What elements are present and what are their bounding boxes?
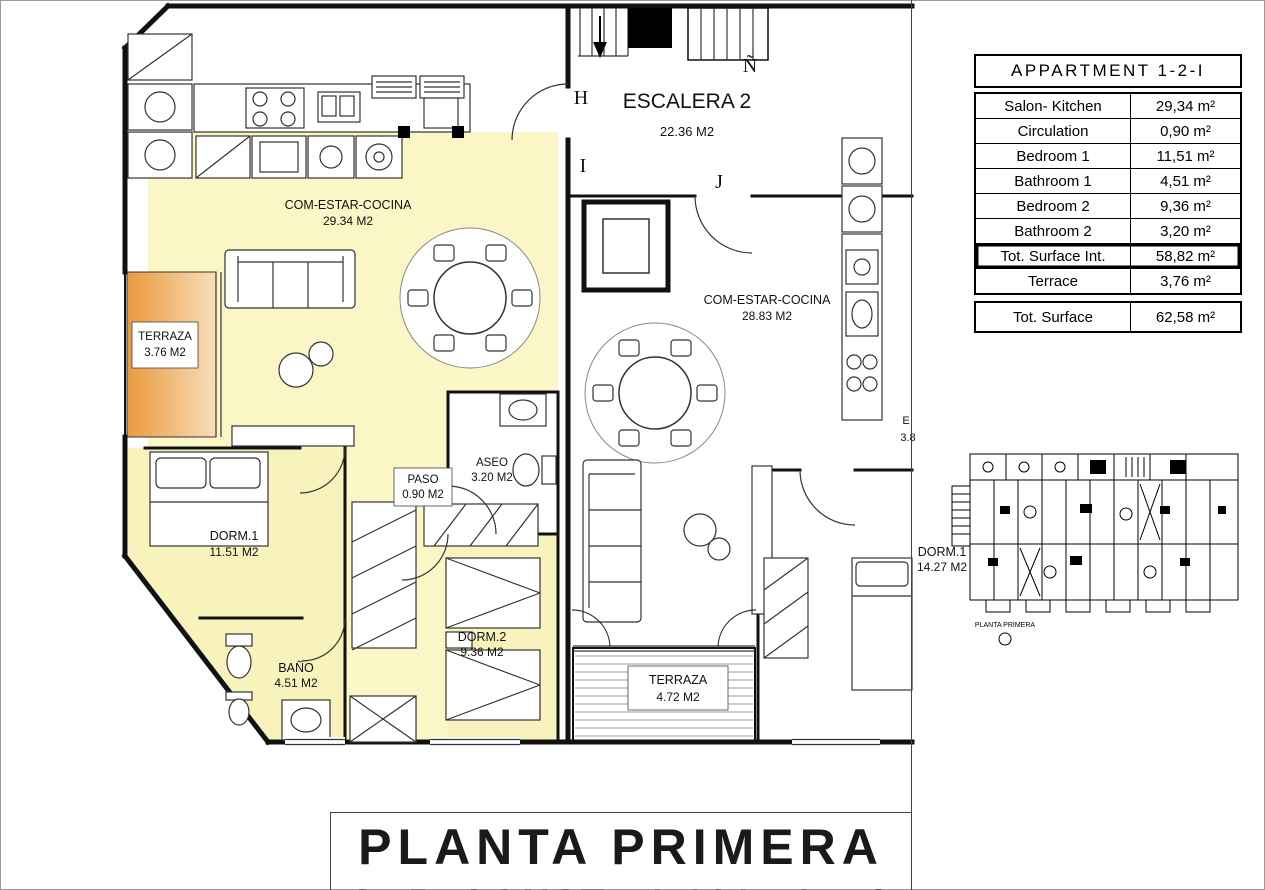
bathroom-fixtures-bano xyxy=(225,633,417,743)
row-value: 11,51 m² xyxy=(1156,147,1215,165)
grid-letter-h: H xyxy=(574,87,588,109)
stair-direction-arrow-icon xyxy=(593,42,607,58)
row-label: Bathroom 2 xyxy=(976,219,1131,243)
label-box-terraza-left xyxy=(131,321,199,369)
row-value: 4,51 m² xyxy=(1160,172,1211,190)
title-block-top-border xyxy=(330,812,911,813)
table-row: Terrace 3,76 m² xyxy=(976,268,1240,293)
kitchen-right xyxy=(841,137,883,421)
thumbnail-caption: PLANTA PRIMERA xyxy=(975,622,1035,629)
door-arcs xyxy=(299,83,856,662)
table-row: Bedroom 1 11,51 m² xyxy=(976,143,1240,168)
row-value: 3,20 m² xyxy=(1160,222,1211,240)
table-row: Bathroom 2 3,20 m² xyxy=(976,218,1240,243)
table-row: Bathroom 1 4,51 m² xyxy=(976,168,1240,193)
label-terraza-left-name: TERRAZA xyxy=(138,331,192,343)
cut-room-letter: E xyxy=(902,415,909,427)
cut-off-label: E 3.8 xyxy=(900,415,915,444)
row-label: Salon- Kitchen xyxy=(976,94,1131,118)
row-value: 3,76 m² xyxy=(1160,272,1211,290)
grid-letter-i: I xyxy=(580,155,587,177)
table-row-total-surface: Tot. Surface 62,58 m² xyxy=(974,301,1242,333)
label-terraza-bottom-area: 4.72 M2 xyxy=(656,690,700,704)
grid-letter-j: J xyxy=(715,171,723,193)
table-row: Circulation 0,90 m² xyxy=(976,118,1240,143)
beds-dorm2 xyxy=(445,557,541,721)
overview-thumbnail: PLANTA PRIMERA xyxy=(930,440,1248,652)
cut-room-area: 3.8 xyxy=(900,432,915,444)
coffee-tables-left xyxy=(278,341,334,388)
row-value: 29,34 m² xyxy=(1155,97,1216,115)
summary-table-body: Salon- Kitchen 29,34 m² Circulation 0,90… xyxy=(974,92,1242,295)
elevator-shaft xyxy=(581,199,671,293)
label-dorm2-name: DORM.2 xyxy=(458,630,507,644)
label-living-right-area: 28.83 M2 xyxy=(742,309,792,323)
bed-dorm1-right xyxy=(851,557,913,691)
staircase xyxy=(578,7,769,61)
thumbnail-logo-icon xyxy=(998,632,1012,646)
label-paso-name: PASO xyxy=(407,474,438,486)
row-label: Bathroom 1 xyxy=(976,169,1131,193)
label-dorm1-left-area: 11.51 M2 xyxy=(209,545,258,559)
label-dorm1-left-name: DORM.1 xyxy=(210,529,259,543)
row-label: Terrace xyxy=(976,269,1131,293)
label-box-paso xyxy=(393,467,453,507)
label-escalera-area: 22.36 M2 xyxy=(660,124,714,139)
label-living-right-name: COM-ESTAR-COCINA xyxy=(704,293,832,307)
grid-letters: H I J Ñ xyxy=(574,53,757,193)
row-value: 0,90 m² xyxy=(1160,122,1211,140)
room-labels: COM-ESTAR-COCINA 29.34 M2 TERRAZA 3.76 M… xyxy=(131,90,967,711)
label-escalera-name: ESCALERA 2 xyxy=(623,90,751,113)
bed-dorm1-left xyxy=(149,451,269,547)
row-label: Bedroom 1 xyxy=(976,144,1131,168)
exterior-walls xyxy=(121,2,915,746)
label-paso-area: 0.90 M2 xyxy=(402,489,444,501)
title-block-left-border xyxy=(330,812,331,890)
grid-letter-enye: Ñ xyxy=(743,53,757,77)
sofa-left xyxy=(224,249,356,309)
plan-subtitle-clipped: SUP. CONST.: 1.101,50 m2 xyxy=(330,883,912,890)
row-value: 9,36 m² xyxy=(1160,197,1211,215)
tv-bench-left xyxy=(231,425,355,447)
sheet-divider-line xyxy=(911,0,912,890)
thumbnail-block-outline xyxy=(969,453,1239,601)
label-dorm2-area: 9.36 M2 xyxy=(460,645,504,659)
label-dorm1-right-name: DORM.1 xyxy=(918,545,967,559)
row-label: Tot. Surface xyxy=(976,303,1131,331)
wardrobe-paso xyxy=(423,503,539,547)
coffee-tables-right xyxy=(683,513,731,561)
label-terraza-bottom-name: TERRAZA xyxy=(649,673,708,687)
apartment-summary-table: APPARTMENT 1-2-I Salon- Kitchen 29,34 m²… xyxy=(974,54,1242,333)
label-living-left-name: COM-ESTAR-COCINA xyxy=(285,198,413,212)
row-value: 62,58 m² xyxy=(1155,308,1216,326)
summary-table-header: APPARTMENT 1-2-I xyxy=(974,54,1242,88)
row-value: 58,82 m² xyxy=(1155,247,1216,265)
label-living-left-area: 29.34 M2 xyxy=(323,214,373,228)
label-dorm1-right-area: 14.27 M2 xyxy=(917,560,967,574)
label-aseo-name: ASEO xyxy=(476,457,508,469)
window-symbols xyxy=(285,737,880,747)
bathroom-fixtures-aseo xyxy=(499,393,557,487)
label-box-terraza-bottom xyxy=(627,665,729,711)
label-aseo-area: 3.20 M2 xyxy=(471,472,513,484)
wardrobe-dorm1 xyxy=(351,501,417,651)
sofa-right xyxy=(582,459,642,623)
table-row: Salon- Kitchen 29,34 m² xyxy=(976,94,1240,118)
row-label: Bedroom 2 xyxy=(976,194,1131,218)
plan-title: PLANTA PRIMERA xyxy=(358,819,884,875)
row-label: Tot. Surface Int. xyxy=(976,244,1131,268)
label-bano-area: 4.51 M2 xyxy=(274,676,318,690)
wardrobe-dorm1-right xyxy=(763,557,809,659)
label-bano-name: BAÑO xyxy=(278,661,314,675)
row-label: Circulation xyxy=(976,119,1131,143)
dining-table-left xyxy=(407,244,533,352)
thumbnail-detail-glyphs xyxy=(951,457,1226,613)
table-row-total-interior: Tot. Surface Int. 58,82 m² xyxy=(976,243,1240,268)
label-terraza-left-area: 3.76 M2 xyxy=(144,347,186,359)
dining-table-right xyxy=(592,339,718,447)
kitchen-left xyxy=(127,33,471,179)
table-row: Bedroom 2 9,36 m² xyxy=(976,193,1240,218)
